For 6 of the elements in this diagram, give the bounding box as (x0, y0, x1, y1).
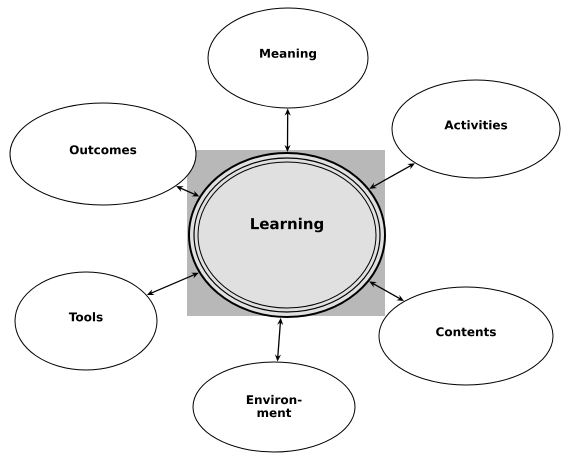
ellipse-node: Contents (378, 286, 554, 386)
ellipse-node: Environ- ment (192, 362, 356, 452)
ellipse-node: Tools (14, 272, 158, 370)
ellipse-node: Outcomes (10, 102, 196, 206)
ellipse-node: Meaning (208, 8, 368, 108)
ellipse-node: Activities (392, 80, 560, 178)
